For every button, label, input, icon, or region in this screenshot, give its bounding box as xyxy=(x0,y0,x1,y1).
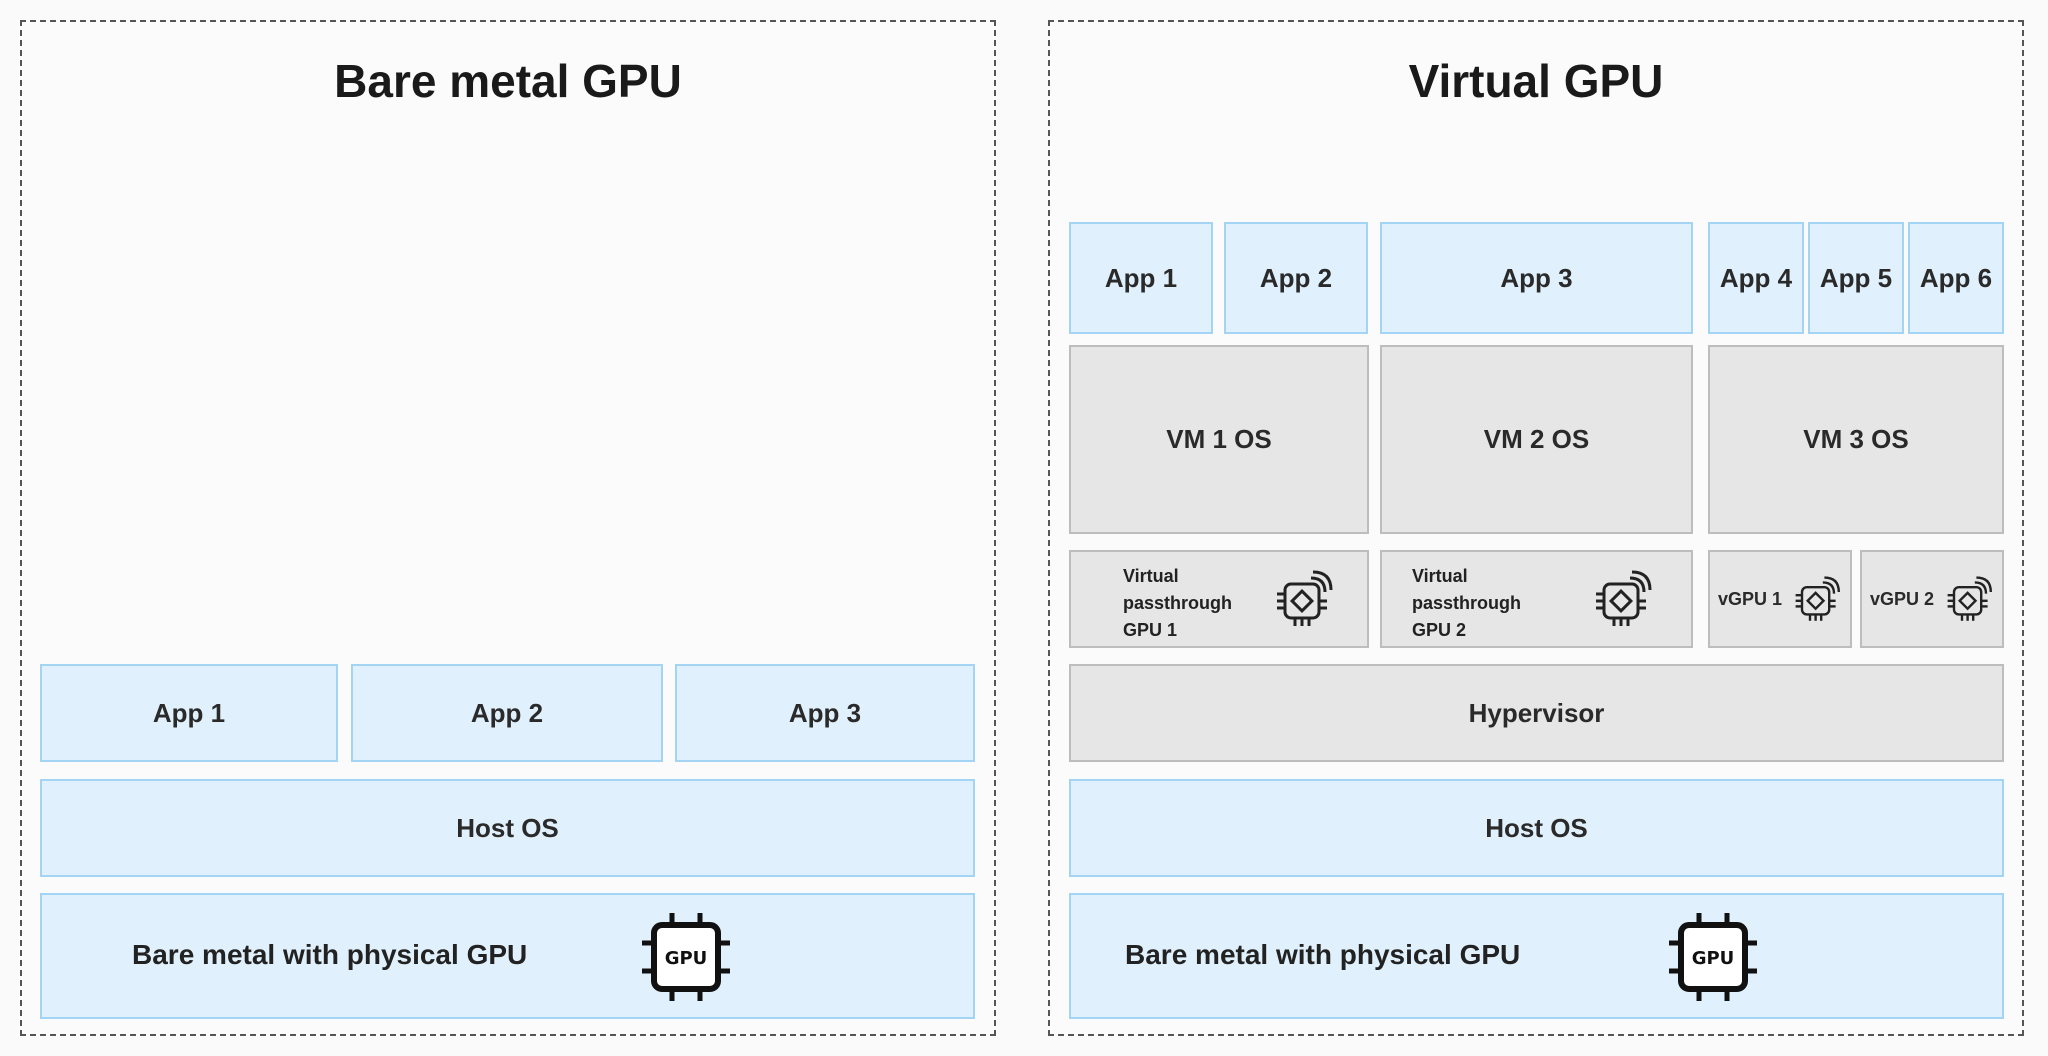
vm-1-os: VM 1 OS xyxy=(1069,345,1369,534)
gpu-chip-icon: GPU xyxy=(1669,913,1757,1001)
vgpu-2: vGPU 2 xyxy=(1860,550,2004,648)
virtual-chip-icon xyxy=(1277,570,1333,626)
vgpu-2-label: vGPU 2 xyxy=(1870,589,1935,609)
passthrough-gpu-1-label: Virtual passthrough GPU 1 xyxy=(1123,566,1233,640)
virtual-chip-icon xyxy=(1596,570,1652,626)
left-app-3: App 3 xyxy=(675,664,975,762)
vm-3-os: VM 3 OS xyxy=(1708,345,2004,534)
virtual-chip-icon xyxy=(1947,576,1992,621)
right-app-2: App 2 xyxy=(1224,222,1368,334)
right-app-5: App 5 xyxy=(1808,222,1904,334)
right-host-os: Host OS xyxy=(1069,779,2004,877)
hypervisor: Hypervisor xyxy=(1069,664,2004,762)
right-bare-metal: Bare metal with physical GPU GPU xyxy=(1069,893,2004,1019)
right-app-3: App 3 xyxy=(1380,222,1693,334)
right-app-6: App 6 xyxy=(1908,222,2004,334)
gpu-chip-text: GPU xyxy=(1692,948,1735,969)
vgpu-1: vGPU 1 xyxy=(1708,550,1852,648)
right-app-4: App 4 xyxy=(1708,222,1804,334)
bare-metal-panel: Bare metal GPU xyxy=(20,20,996,1036)
vm-2-os: VM 2 OS xyxy=(1380,345,1693,534)
passthrough-gpu-1: Virtual passthrough GPU 1 xyxy=(1069,550,1369,648)
left-bare-metal: Bare metal with physical GPU GPU xyxy=(40,893,975,1019)
right-bare-metal-label: Bare metal with physical GPU xyxy=(1125,939,1521,970)
bare-metal-title: Bare metal GPU xyxy=(334,55,682,107)
virtual-gpu-title: Virtual GPU xyxy=(1408,55,1664,107)
gpu-chip-text: GPU xyxy=(665,948,708,969)
left-host-os: Host OS xyxy=(40,779,975,877)
virtual-chip-icon xyxy=(1795,576,1840,621)
left-app-1: App 1 xyxy=(40,664,338,762)
vgpu-1-label: vGPU 1 xyxy=(1718,589,1783,609)
left-app-2: App 2 xyxy=(351,664,663,762)
passthrough-gpu-2: Virtual passthrough GPU 2 xyxy=(1380,550,1693,648)
passthrough-gpu-2-label: Virtual passthrough GPU 2 xyxy=(1412,566,1522,640)
gpu-chip-icon: GPU xyxy=(642,913,730,1001)
right-app-1: App 1 xyxy=(1069,222,1213,334)
left-bare-metal-label: Bare metal with physical GPU xyxy=(132,939,528,970)
